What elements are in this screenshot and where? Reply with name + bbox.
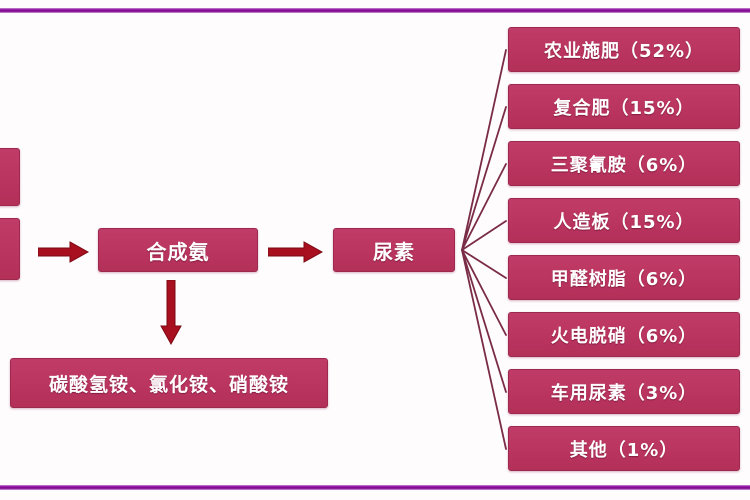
- downstream-item-label: 复合肥（15%）: [553, 97, 695, 119]
- downstream-item-label: 三聚氰胺（6%）: [550, 154, 698, 176]
- downstream-item-melamine: 三聚氰胺（6%）: [508, 141, 740, 186]
- downstream-item-power-plant-denitrification: 火电脱硝（6%）: [508, 312, 740, 357]
- downstream-item-agricultural-fertilizer: 农业施肥（52%）: [508, 27, 740, 72]
- downstream-item-label: 火电脱硝（6%）: [550, 325, 698, 347]
- frame-rule-bottom: [0, 485, 750, 490]
- downstream-item-compound-fertilizer: 复合肥（15%）: [508, 84, 740, 129]
- downstream-item-other: 其他（1%）: [508, 426, 740, 471]
- node-synthetic-ammonia-label: 合成氨: [146, 239, 210, 264]
- arrow-right-icon-ammonia-to-urea: [268, 241, 324, 263]
- left-stub-lower: [0, 218, 20, 280]
- downstream-item-label: 其他（1%）: [569, 439, 679, 461]
- node-ammonium-salts: 碳酸氢铵、氯化铵、硝酸铵: [10, 358, 328, 408]
- downstream-item-label: 甲醛树脂（6%）: [550, 268, 698, 290]
- downstream-item-wood-based-panel: 人造板（15%）: [508, 198, 740, 243]
- left-stub-upper: [0, 148, 20, 206]
- node-urea: 尿素: [333, 228, 455, 272]
- arrow-down-icon-ammonia-to-salts: [160, 280, 182, 346]
- node-urea-label: 尿素: [373, 239, 415, 264]
- downstream-item-label: 农业施肥（52%）: [543, 40, 705, 62]
- downstream-item-label: 车用尿素（3%）: [550, 382, 698, 404]
- downstream-item-formaldehyde-resin: 甲醛树脂（6%）: [508, 255, 740, 300]
- frame-rule-top: [0, 8, 750, 13]
- downstream-item-vehicle-urea: 车用尿素（3%）: [508, 369, 740, 414]
- arrow-right-icon-stub-to-ammonia: [38, 241, 90, 263]
- node-synthetic-ammonia: 合成氨: [98, 228, 258, 272]
- downstream-item-label: 人造板（15%）: [553, 211, 695, 233]
- node-ammonium-salts-label: 碳酸氢铵、氯化铵、硝酸铵: [48, 373, 289, 396]
